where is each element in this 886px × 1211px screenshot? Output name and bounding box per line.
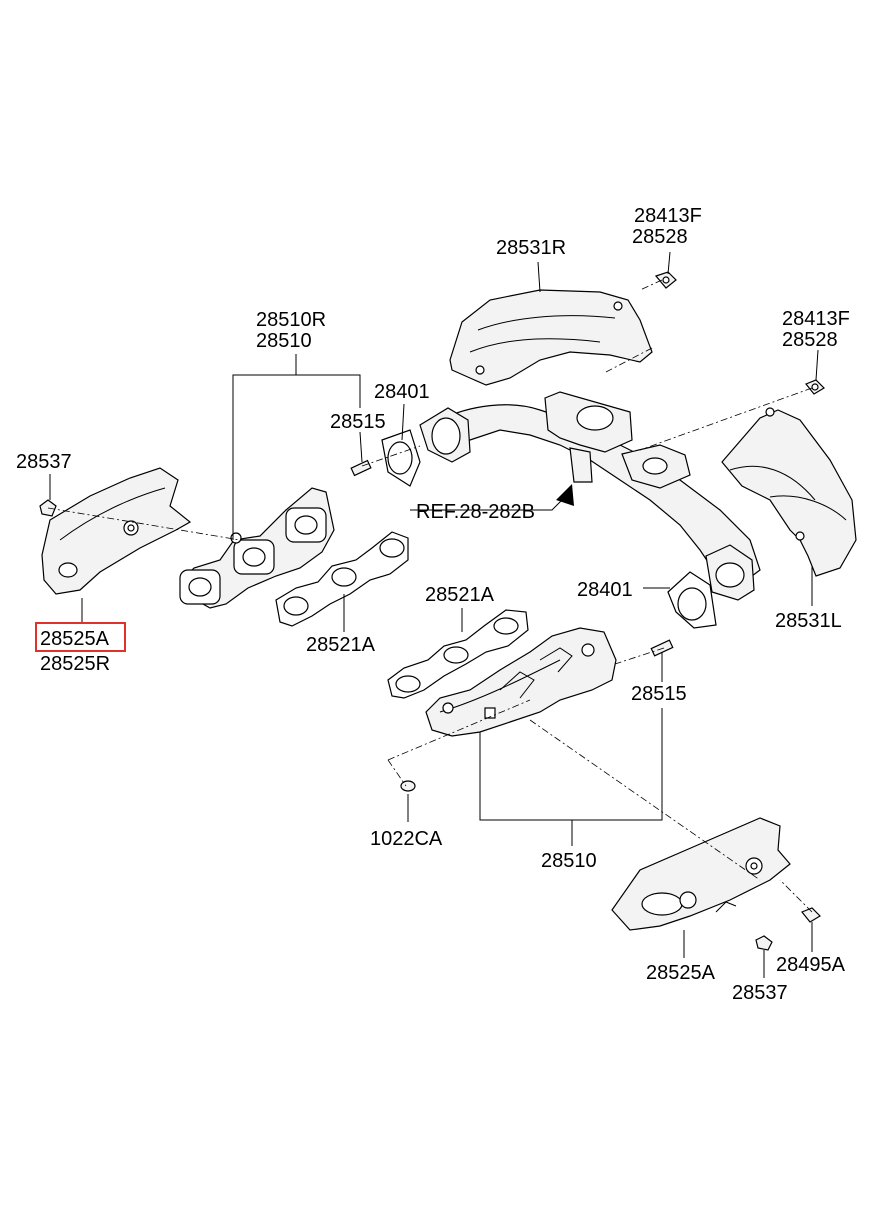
exhaust-crossover-pipe [419, 391, 761, 601]
label-28413f-right[interactable]: 28413F [782, 308, 850, 330]
label-28525a-right[interactable]: 28525A [646, 962, 716, 984]
manifold-gasket-28521a-left[interactable] [275, 531, 409, 627]
exhaust-manifold-28510[interactable] [425, 627, 617, 737]
label-28528-top[interactable]: 28528 [632, 226, 688, 248]
label-28515-right[interactable]: 28515 [631, 683, 687, 705]
label-28528-right[interactable]: 28528 [782, 329, 838, 351]
label-ref-28-282b[interactable]: REF.28-282B [416, 501, 535, 523]
bolt-28495a[interactable] [801, 907, 821, 923]
label-28510-top[interactable]: 28510 [256, 330, 312, 352]
label-28521a-mid[interactable]: 28521A [425, 584, 495, 606]
gasket-28401-top[interactable] [381, 429, 421, 487]
label-28495a[interactable]: 28495A [776, 954, 846, 976]
heat-protector-28525a-right[interactable] [611, 817, 791, 931]
plug-1022ca[interactable] [400, 780, 416, 792]
stud-28515-right[interactable] [650, 639, 674, 657]
part-labels: 28413F 28528 28531R 28413F 28528 28510R … [16, 205, 850, 1004]
stud-28515-top[interactable] [350, 459, 372, 477]
label-28413f-top[interactable]: 28413F [634, 205, 702, 227]
label-28401-top[interactable]: 28401 [374, 381, 430, 403]
gasket-28401-right[interactable] [667, 571, 717, 629]
manifold-gasket-28521a-right[interactable] [387, 609, 529, 699]
heat-protector-28525a-left[interactable] [41, 467, 192, 595]
label-28537-left[interactable]: 28537 [16, 451, 72, 473]
label-28510-bottom[interactable]: 28510 [541, 850, 597, 872]
highlight-box [35, 622, 126, 652]
label-28525a-left[interactable]: 28525A [40, 628, 110, 650]
label-1022ca[interactable]: 1022CA [370, 828, 443, 850]
label-28525r[interactable]: 28525R [40, 653, 110, 675]
label-28510r[interactable]: 28510R [256, 309, 326, 331]
nut-28537-right[interactable] [755, 935, 773, 951]
heat-shield-28531r[interactable] [449, 289, 653, 386]
label-28531l[interactable]: 28531L [775, 610, 842, 632]
label-28537-right[interactable]: 28537 [732, 982, 788, 1004]
heat-shield-28531l[interactable] [721, 407, 857, 577]
label-28401-right[interactable]: 28401 [577, 579, 633, 601]
label-28531r[interactable]: 28531R [496, 237, 566, 259]
bolt-28413f-top[interactable] [654, 271, 677, 289]
label-28521a-left[interactable]: 28521A [306, 634, 376, 656]
label-28515-top[interactable]: 28515 [330, 411, 386, 433]
exhaust-manifold-28510r[interactable] [179, 487, 335, 609]
leader-lines [49, 251, 819, 978]
assembly-lines [47, 279, 813, 913]
bolt-28413f-right[interactable] [805, 379, 825, 395]
